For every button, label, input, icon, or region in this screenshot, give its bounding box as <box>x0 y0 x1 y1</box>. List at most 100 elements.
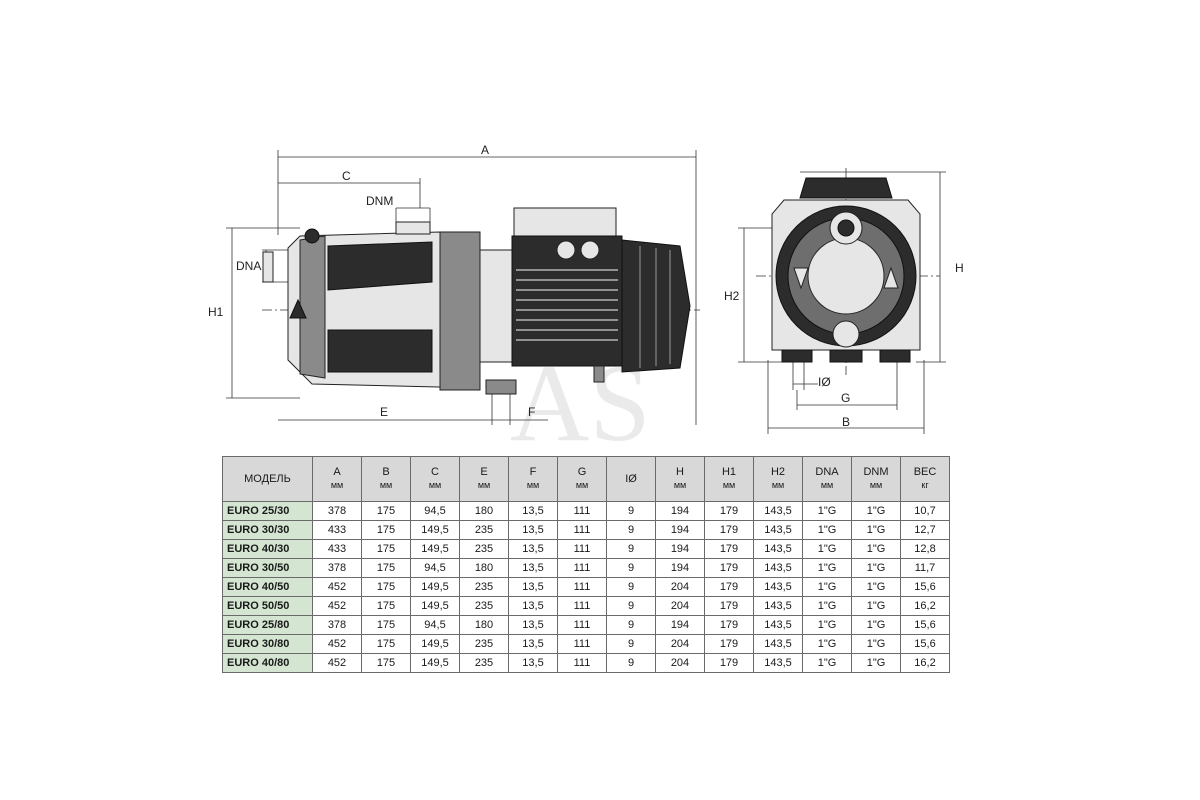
table-cell: 1"G <box>802 653 852 673</box>
column-header-unit: мм <box>428 480 442 490</box>
table-cell: 149,5 <box>410 577 460 597</box>
table-cell: 204 <box>655 577 705 597</box>
model-name-cell: EURO 25/30 <box>222 501 313 521</box>
column-header-unit: мм <box>330 480 344 490</box>
table-cell: 143,5 <box>753 558 803 578</box>
table-cell: 175 <box>361 558 411 578</box>
table-cell: 175 <box>361 596 411 616</box>
dim-label-dnm: DNM <box>366 194 393 208</box>
table-cell: 1"G <box>851 653 901 673</box>
column-header-unit: мм <box>575 480 589 490</box>
table-cell: 235 <box>459 653 509 673</box>
dim-label-e: E <box>380 405 388 419</box>
table-cell: 194 <box>655 501 705 521</box>
table-cell: 12,8 <box>900 539 950 559</box>
column-header-unit: мм <box>869 480 883 490</box>
column-header-unit: мм <box>820 480 834 490</box>
table-cell: 179 <box>704 596 754 616</box>
table-cell: 143,5 <box>753 539 803 559</box>
table-cell: 175 <box>361 653 411 673</box>
column-header-label: B <box>382 466 390 478</box>
table-cell: 9 <box>606 558 656 578</box>
table-cell: 143,5 <box>753 596 803 616</box>
table-cell: 175 <box>361 577 411 597</box>
table-cell: 180 <box>459 615 509 635</box>
table-cell: 111 <box>557 615 607 635</box>
dim-label-g: G <box>841 391 850 405</box>
table-cell: 111 <box>557 501 607 521</box>
table-cell: 180 <box>459 558 509 578</box>
table-cell: 94,5 <box>410 501 460 521</box>
table-cell: 9 <box>606 653 656 673</box>
model-name-cell: EURO 30/50 <box>222 558 313 578</box>
column-header-unit: мм <box>379 480 393 490</box>
table-cell: 111 <box>557 596 607 616</box>
table-cell: 1"G <box>802 558 852 578</box>
table-cell: 13,5 <box>508 653 558 673</box>
table-cell: 452 <box>312 634 362 654</box>
table-cell: 378 <box>312 501 362 521</box>
table-cell: 1"G <box>851 615 901 635</box>
table-cell: 175 <box>361 634 411 654</box>
column-header: МОДЕЛЬ <box>222 456 313 502</box>
pump-side-view: A C DNM DNA H1 E F <box>208 143 700 425</box>
table-cell: 1"G <box>851 558 901 578</box>
table-cell: 1"G <box>851 577 901 597</box>
table-cell: 235 <box>459 577 509 597</box>
table-cell: 1"G <box>851 596 901 616</box>
table-cell: 204 <box>655 596 705 616</box>
model-name-cell: EURO 30/80 <box>222 634 313 654</box>
dim-label-h1: H1 <box>208 305 224 319</box>
table-cell: 12,7 <box>900 520 950 540</box>
table-cell: 111 <box>557 539 607 559</box>
table-cell: 111 <box>557 558 607 578</box>
column-header-label: C <box>431 466 439 478</box>
table-cell: 1"G <box>851 539 901 559</box>
column-header-label: H1 <box>721 466 737 478</box>
column-header-label: DNA <box>815 466 839 478</box>
table-cell: 204 <box>655 634 705 654</box>
table-cell: 1"G <box>802 634 852 654</box>
table-cell: 175 <box>361 615 411 635</box>
table-cell: 378 <box>312 615 362 635</box>
table-cell: 143,5 <box>753 520 803 540</box>
table-cell: 149,5 <box>410 520 460 540</box>
column-header-label: G <box>577 466 587 478</box>
table-cell: 13,5 <box>508 596 558 616</box>
model-name-cell: EURO 30/30 <box>222 520 313 540</box>
table-cell: 143,5 <box>753 501 803 521</box>
table-cell: 10,7 <box>900 501 950 521</box>
model-name-cell: EURO 40/80 <box>222 653 313 673</box>
table-cell: 13,5 <box>508 501 558 521</box>
table-cell: 452 <box>312 577 362 597</box>
table-cell: 235 <box>459 634 509 654</box>
table-cell: 179 <box>704 653 754 673</box>
table-cell: 179 <box>704 615 754 635</box>
table-cell: 143,5 <box>753 577 803 597</box>
model-name-cell: EURO 40/30 <box>222 539 313 559</box>
table-cell: 1"G <box>802 615 852 635</box>
table-cell: 452 <box>312 653 362 673</box>
model-name-cell: EURO 50/50 <box>222 596 313 616</box>
table-cell: 16,2 <box>900 653 950 673</box>
table-cell: 433 <box>312 520 362 540</box>
table-cell: 179 <box>704 558 754 578</box>
table-cell: 9 <box>606 634 656 654</box>
table-cell: 1"G <box>802 577 852 597</box>
column-header-label: F <box>529 466 537 478</box>
table-cell: 111 <box>557 520 607 540</box>
column-header-unit: мм <box>526 480 540 490</box>
table-cell: 16,2 <box>900 596 950 616</box>
